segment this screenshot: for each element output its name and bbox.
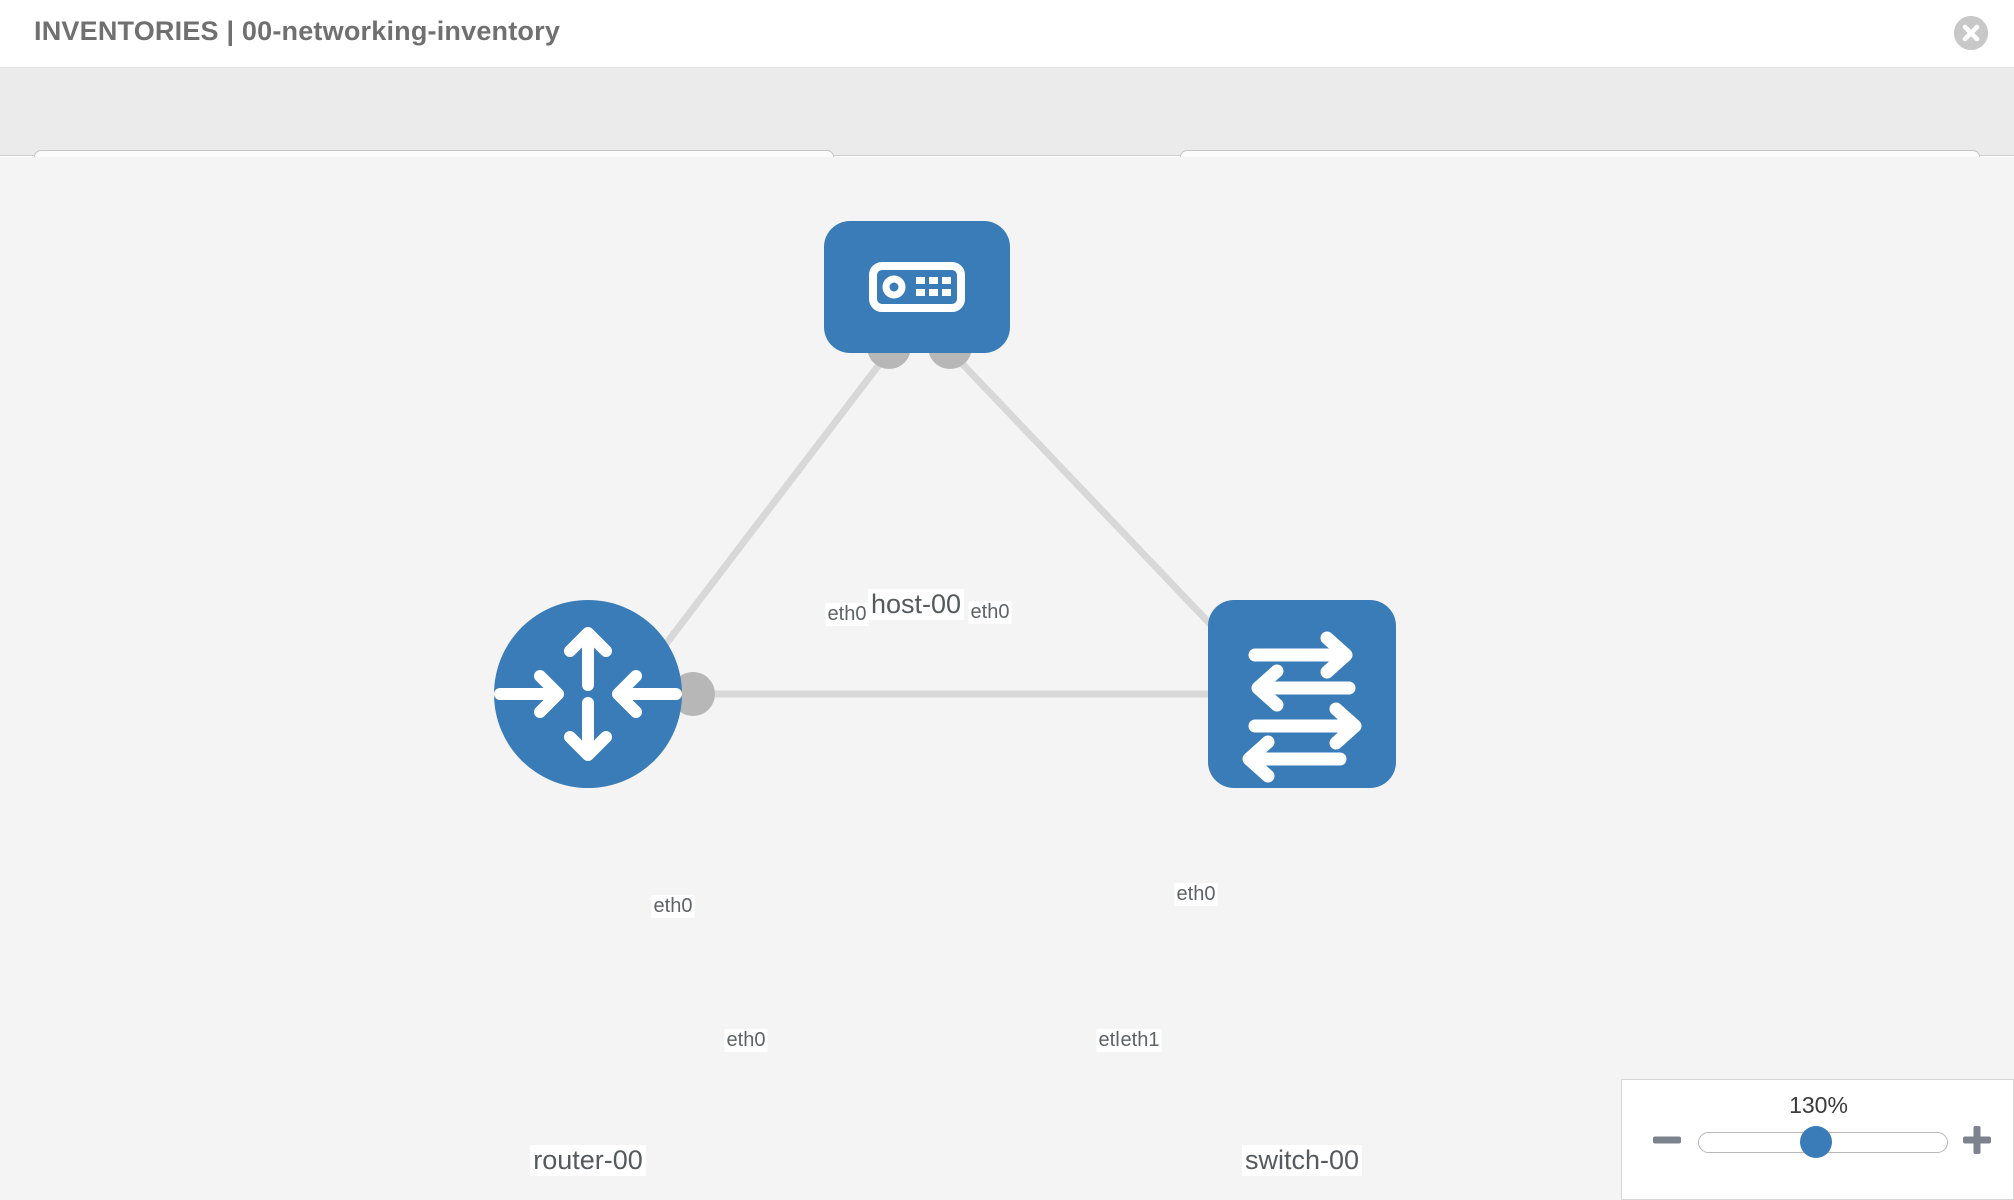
- node-label-router: router-00: [530, 1145, 646, 1176]
- zoom-slider-thumb[interactable]: [1800, 1126, 1832, 1158]
- node-label-host: host-00: [867, 589, 965, 620]
- node-host-00[interactable]: [824, 221, 1010, 353]
- iface-label: eth0: [1174, 883, 1218, 906]
- minus-icon[interactable]: [1650, 1123, 1684, 1157]
- close-icon[interactable]: [1954, 16, 1988, 50]
- iface-label: eth1: [1118, 1029, 1162, 1052]
- page-title: INVENTORIES | 00-networking-inventory: [34, 16, 561, 46]
- plus-icon[interactable]: [1960, 1123, 1994, 1157]
- topology-canvas[interactable]: eth0 eth0 eth0 eth0 eth0 eth0 eth1 host-…: [0, 157, 2014, 1200]
- zoom-level-value: 130%: [1789, 1092, 1848, 1118]
- iface-label: eth0: [651, 895, 695, 918]
- iface-label: eth0: [968, 601, 1012, 624]
- iface-label: eth0: [724, 1029, 768, 1052]
- topology-graph: [494, 221, 1396, 788]
- edge-host-router: [653, 350, 891, 660]
- toolbar: ACTIONS SEARCH: [0, 68, 2014, 202]
- iface-label: eth0: [825, 603, 869, 626]
- connector-router-eth0: [671, 672, 715, 716]
- node-router-00[interactable]: [494, 600, 682, 788]
- edge-host-switch: [949, 350, 1235, 650]
- page-header: INVENTORIES | 00-networking-inventory: [0, 0, 2014, 68]
- node-switch-00[interactable]: [1208, 600, 1396, 788]
- topology-edges: [653, 350, 1235, 698]
- zoom-control-panel: 130%: [1621, 1079, 2014, 1200]
- node-label-switch: switch-00: [1241, 1145, 1363, 1176]
